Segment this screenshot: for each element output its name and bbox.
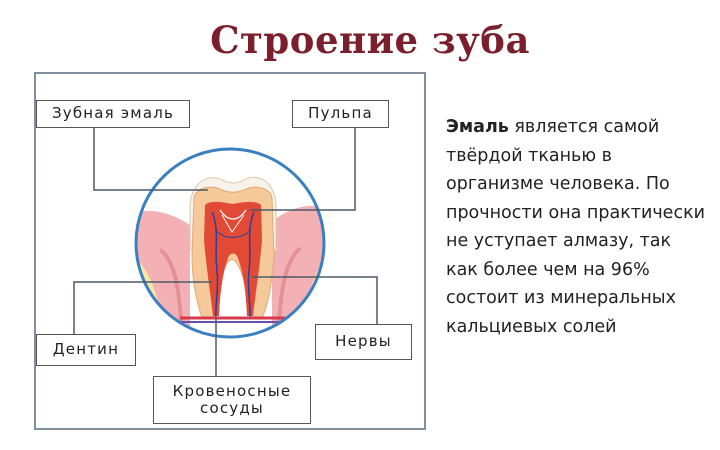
nerve-line bbox=[211, 211, 219, 319]
page-title: Строение зуба bbox=[210, 18, 530, 62]
gum-left bbox=[136, 210, 190, 337]
tooth-circle-border bbox=[134, 147, 326, 339]
label-nerves: Нервы bbox=[315, 324, 412, 360]
label-blood-vessels: Кровеносные сосуды bbox=[153, 376, 311, 424]
label-vessels-line1: Кровеносные bbox=[172, 381, 292, 400]
label-dentin: Дентин bbox=[36, 334, 136, 366]
description-text: Эмаль является самой твёрдой тканью в ор… bbox=[446, 113, 708, 341]
label-vessels-line2: сосуды bbox=[200, 399, 264, 417]
dentin-leader-line bbox=[73, 281, 212, 335]
nerves-leader-line bbox=[252, 276, 378, 325]
gum-right bbox=[272, 206, 324, 337]
description-body: является самой твёрдой тканью в организм… bbox=[446, 117, 706, 337]
label-pulp: Пульпа bbox=[292, 100, 389, 128]
enamel-leader-line bbox=[93, 128, 208, 191]
description-highlight: Эмаль bbox=[446, 117, 509, 137]
label-enamel: Зубная эмаль bbox=[36, 100, 190, 128]
pulp-leader-line bbox=[250, 128, 356, 211]
tooth-pulp bbox=[204, 201, 262, 316]
